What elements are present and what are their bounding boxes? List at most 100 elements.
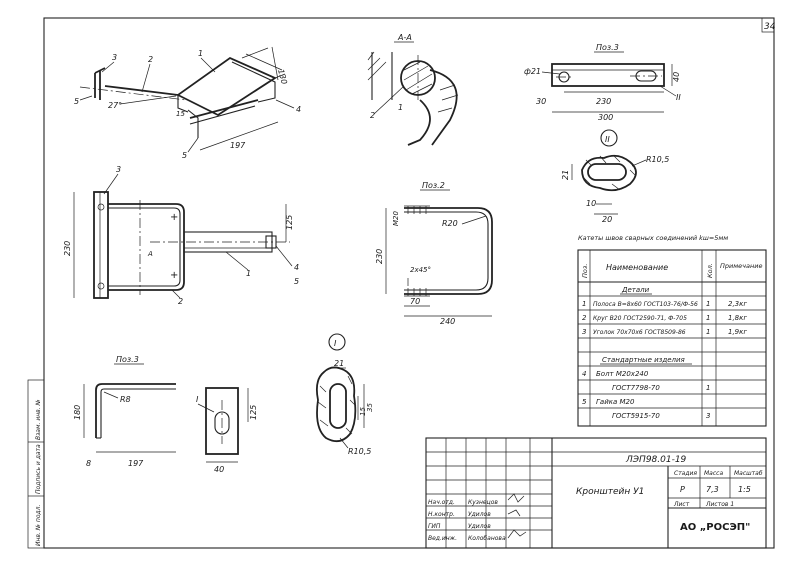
spec-r3-pos: 3: [582, 328, 586, 336]
strip-sign: Подпись и дата: [35, 444, 42, 494]
isometric-view: 130 197 27° 15 1 2 3 4 5 5: [74, 46, 301, 160]
dim-d21: ф21: [524, 67, 541, 76]
dim-27: 27°: [108, 101, 122, 110]
dim-130: 130: [276, 68, 289, 85]
tb-sheet: Лист: [673, 501, 690, 508]
dim-40-top: 40: [672, 72, 681, 82]
callout-4a: 4: [296, 105, 301, 114]
weld-note: Катеты швов сварных соединений kш=5мм: [578, 234, 728, 242]
spec-table: Катеты швов сварных соединений kш=5мм По…: [577, 234, 767, 427]
section-a-a-label: А-А: [397, 33, 412, 42]
pos2-label: Поз.2: [422, 181, 445, 190]
tb-name-1: Кузнецов: [468, 499, 498, 506]
spec-h-name: Наименование: [606, 263, 668, 272]
signature-marks: [507, 493, 527, 539]
spec-r2-name: Круг В20 ГОСТ2590-71, Ф-705: [593, 315, 687, 322]
dim-30-top: 30: [536, 97, 546, 106]
dim-r20: R20: [442, 219, 458, 228]
spec-r1-note: 2,3кг: [728, 300, 747, 308]
dim-197-b: 197: [128, 459, 144, 468]
spec-r1-qty: 1: [706, 300, 710, 308]
strip-inv: Инв. № подл.: [35, 505, 42, 546]
callout-5b: 5: [182, 151, 187, 160]
detail-marker-ii: II: [676, 93, 681, 102]
spec-s3-name: Гайка М20: [596, 398, 635, 406]
callout-2a: 2: [148, 55, 153, 64]
dim-35-i: 35: [366, 403, 374, 412]
dim-r10-5-i: R10,5: [348, 447, 371, 456]
callout-2-sec: 2: [370, 111, 375, 120]
spec-section-details: Детали: [621, 286, 650, 294]
plus-2: +: [170, 270, 178, 281]
tb-mass: 7,3: [706, 485, 719, 494]
detail-ii: II R10,5 21 10 20: [561, 129, 669, 224]
spec-s1-pos: 4: [582, 370, 586, 378]
dim-15: 15: [176, 110, 185, 118]
tb-name-3: Удилов: [468, 523, 491, 530]
front-view: + + 230 125 А 3 1 2 4 5: [63, 165, 299, 306]
dim-40-b: 40: [214, 465, 224, 474]
tb-h-stage: Стадия: [674, 470, 697, 477]
dim-125-front: 125: [285, 215, 294, 230]
callout-4b: 4: [294, 263, 299, 272]
pos2-view: Поз.2 230 М20 R20 2х45° 70 240: [375, 181, 493, 326]
section-a-a: А-А 2 1: [367, 33, 459, 146]
tb-role-3: ГИП: [428, 523, 441, 530]
tb-org: АО „РОСЭП": [680, 522, 750, 533]
callout-3b: 3: [116, 165, 121, 174]
pos3-bottom-label: Поз.3: [116, 355, 139, 364]
sheet-number: 34: [764, 22, 776, 32]
tb-role-2: Н.контр.: [428, 511, 455, 518]
sheet-number-box: [761, 17, 775, 33]
dim-20-ii: 20: [602, 215, 612, 224]
pos3-bottom-view: Поз.3 R8 180 197 8 I 40 125: [73, 355, 258, 474]
dim-230-front: 230: [63, 241, 72, 256]
marker-a-front: А: [147, 250, 153, 258]
pos3-top-label: Поз.3: [596, 43, 619, 52]
callout-1-sec: 1: [398, 103, 403, 112]
tb-scale: 1:5: [738, 485, 751, 494]
dim-8: 8: [86, 459, 91, 468]
dim-2x45: 2х45°: [410, 266, 431, 274]
dim-21-ii: 21: [561, 170, 570, 180]
tb-stage: Р: [680, 485, 685, 494]
spec-h-pos: Поз.: [581, 264, 589, 278]
spec-s2-qty: 1: [706, 384, 710, 392]
pos3-top-view: Поз.3 ф21 40 230 300 30 II: [524, 43, 681, 122]
tb-name-4: Колобанова: [468, 535, 506, 542]
callout-3a: 3: [112, 53, 117, 62]
dim-230-top: 230: [596, 97, 611, 106]
spec-s4-name: ГОСТ5915-70: [612, 412, 660, 420]
dim-15-i: 15: [359, 407, 367, 416]
strip-replace: Взам. инв. №: [35, 399, 42, 440]
spec-h-qty: Кол.: [706, 263, 714, 278]
tb-h-mass: Масса: [704, 470, 723, 477]
callout-i-mark: I: [196, 395, 199, 404]
callout-1b: 1: [246, 269, 251, 278]
tb-sheets: Листов 1: [705, 501, 734, 508]
spec-s1-name: Болт М20х240: [596, 370, 649, 378]
tb-title: Кронштейн У1: [576, 487, 644, 497]
callout-2b: 2: [178, 297, 183, 306]
tb-role-1: Нач.отд.: [428, 499, 455, 506]
dim-230-pos2: 230: [375, 249, 384, 264]
spec-r3-qty: 1: [706, 328, 710, 336]
dim-10-ii: 10: [586, 199, 596, 208]
spec-r1-name: Полоса В=8х60 ГОСТ103-76/Ф-56: [593, 301, 698, 308]
dim-300-top: 300: [598, 113, 613, 122]
tb-role-4: Вед.инж.: [428, 535, 457, 542]
spec-r3-name: Уголок 70х70х6 ГОСТ8509-86: [593, 329, 686, 336]
detail-i: I 21 15 35 R10,5: [315, 333, 374, 456]
callout-5a: 5: [74, 97, 79, 106]
spec-r1-pos: 1: [582, 300, 586, 308]
spec-r2-pos: 2: [582, 314, 587, 322]
spec-section-std: Стандартные изделия: [602, 356, 685, 364]
dim-70: 70: [410, 297, 420, 306]
detail-i-label: I: [334, 339, 337, 348]
spec-r3-note: 1,9кг: [728, 328, 747, 336]
spec-s4-qty: 3: [706, 412, 710, 420]
drawing-frame: [43, 17, 775, 549]
dim-180: 180: [73, 405, 82, 420]
title-block: ЛЭП98.01-19 Кронштейн У1 Стадия Масса Ма…: [425, 437, 767, 549]
